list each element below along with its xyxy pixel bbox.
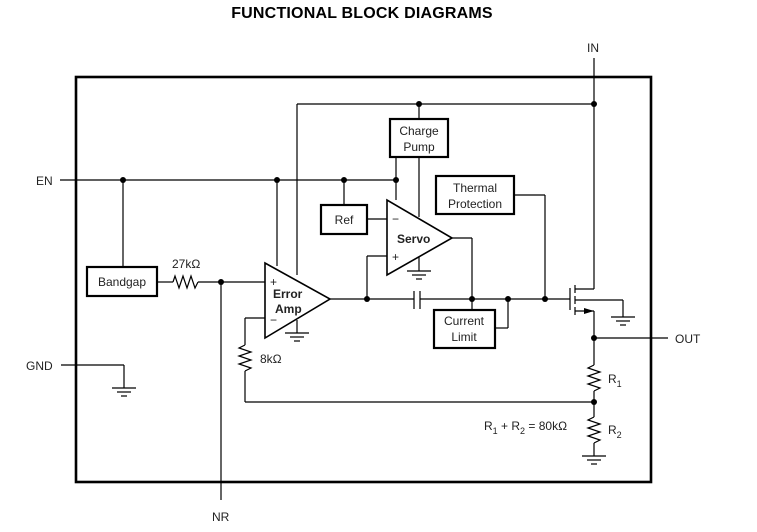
current-limit-block: Current Limit [432,308,497,350]
diagram-title: FUNCTIONAL BLOCK DIAGRAMS [231,5,493,22]
servo-label: Servo [397,232,430,246]
error-amplifier: + − Error Amp [264,261,332,340]
resistor-r2-icon [586,416,602,444]
resistor-r2-label: R2 [608,423,622,440]
bandgap-block: Bandgap [85,265,159,298]
junction-dot [542,296,548,302]
bandgap-label: Bandgap [98,275,146,289]
resistor-27k-icon [172,274,199,290]
thermal-protection-label: Protection [448,197,502,211]
junction-dot [591,399,597,405]
resistor-8k-label: 8kΩ [260,352,282,366]
ref-block: Ref [319,203,369,236]
pin-nr-label: NR [212,510,230,524]
junction-dot [393,177,399,183]
ground-icon [112,387,136,397]
junction-dot [364,296,370,302]
pin-gnd-label: GND [26,359,53,373]
error-amp-label: Error [273,287,303,301]
current-limit-label: Current [444,314,485,328]
servo-plus-sign: + [392,250,399,264]
pin-in-label: IN [587,41,599,55]
resistor-8k-icon [237,344,253,372]
resistor-r1-label: R1 [608,372,622,389]
pin-out-label: OUT [675,332,701,346]
ground-icon [407,270,431,280]
charge-pump-label: Charge [399,124,439,138]
servo-minus-sign: − [392,212,399,226]
thermal-protection-label: Thermal [453,181,497,195]
resistor-27k-label: 27kΩ [172,257,200,271]
thermal-protection-block: Thermal Protection [434,174,516,216]
charge-pump-label: Pump [403,140,435,154]
servo-amplifier: − + Servo [386,198,454,277]
charge-pump-block: Charge Pump [388,117,450,159]
mosfet-icon [569,285,623,315]
ground-icon [285,332,309,342]
error-amp-plus-sign: + [270,275,277,289]
ref-label: Ref [335,213,354,227]
ground-icon [611,316,635,326]
ic-package-frame [74,75,653,484]
error-amp-minus-sign: − [270,313,277,327]
resistor-sum-equation: R1 + R2 = 80kΩ [484,419,567,436]
resistor-r1-icon [586,364,602,392]
ground-icon [582,455,606,465]
current-limit-label: Limit [451,330,477,344]
capacitor-icon [413,291,421,309]
error-amp-label: Amp [275,302,302,316]
junction-dot [591,101,597,107]
pin-en-label: EN [36,174,53,188]
